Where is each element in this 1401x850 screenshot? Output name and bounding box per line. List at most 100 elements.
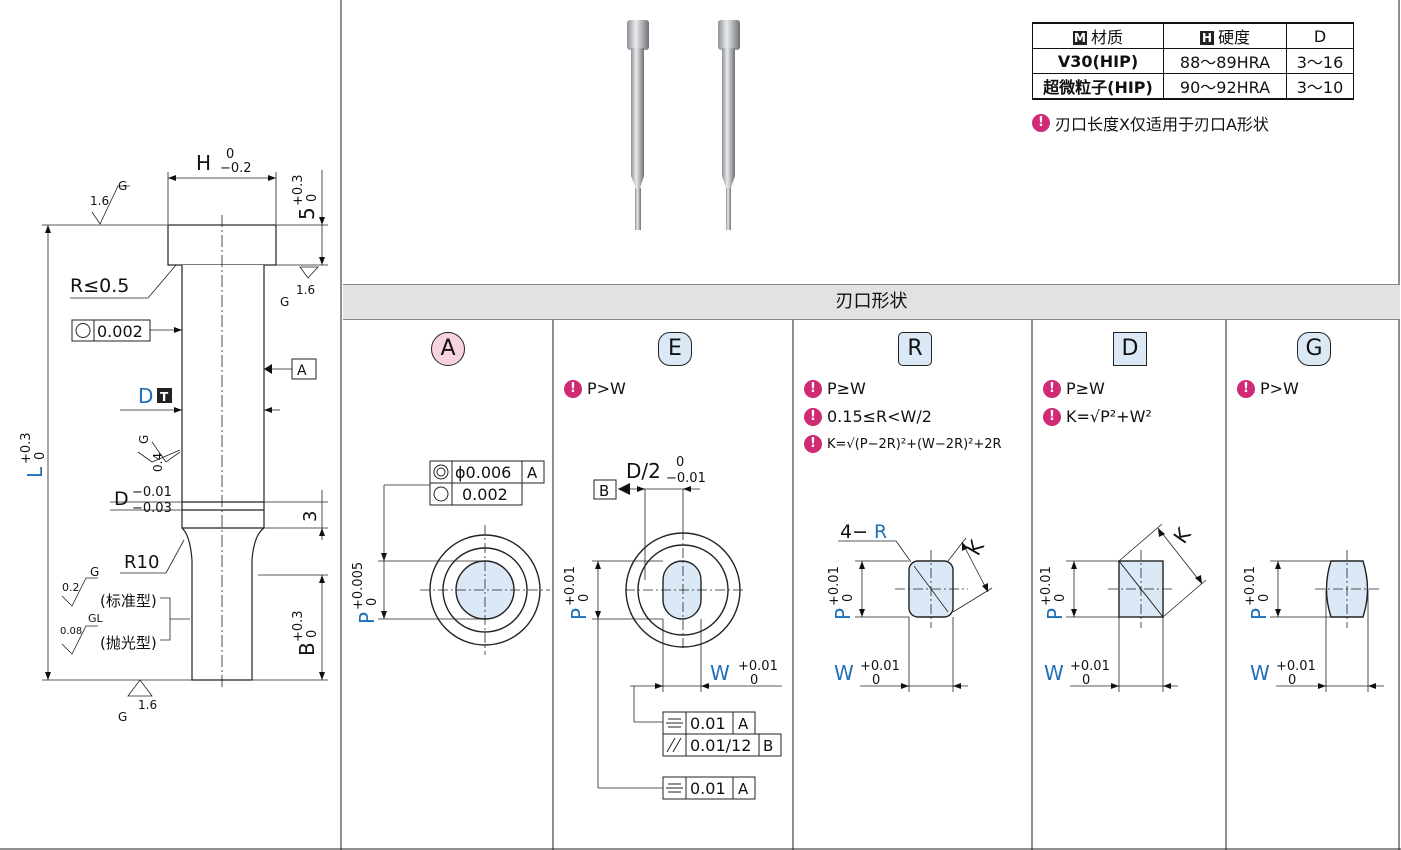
shape-d-view xyxy=(1066,523,1207,692)
e-sym1-datum: A xyxy=(738,715,749,733)
d-p-tol-lower: 0 xyxy=(1053,594,1068,602)
g-p-tol-lower: 0 xyxy=(1257,594,1272,602)
d-small-tol-upper: −0.01 xyxy=(132,485,172,500)
b-tol-lower: 0 xyxy=(305,630,320,638)
table-cell: 88～89HRA xyxy=(1163,48,1287,74)
e-p-tol-upper: +0.01 xyxy=(563,566,578,606)
e-parallelism-value: 0.01/12 xyxy=(690,736,751,755)
e-p-label: P xyxy=(567,608,591,620)
table-cell: V30(HIP) xyxy=(1032,48,1164,74)
warning-icon: ! xyxy=(804,435,822,453)
r-radius-label: R xyxy=(874,521,887,543)
five-dim-label: 5 xyxy=(295,207,319,220)
rough-std-value: 0.2 xyxy=(62,581,80,594)
section-title: 刃口形状 xyxy=(343,284,1400,320)
h-tol-lower: −0.2 xyxy=(220,161,252,176)
a-p-tol-lower: 0 xyxy=(365,598,380,606)
d-small-tol-lower: −0.03 xyxy=(132,501,172,516)
polished-type-label: (抛光型) xyxy=(100,634,157,652)
warning-icon: ! xyxy=(1032,114,1050,132)
rough-std-g: G xyxy=(90,565,99,579)
d-p-label: P xyxy=(1043,608,1067,620)
r-note: R≤0.5 xyxy=(70,275,129,297)
a-datum-ref: A xyxy=(527,464,538,482)
rough-pol-gl: GL xyxy=(88,612,104,625)
r-k-label: K xyxy=(962,535,990,559)
shape-e-badge: E xyxy=(658,332,692,366)
e-d2-tol-upper: 0 xyxy=(676,455,684,470)
d-w-tol-upper: +0.01 xyxy=(1070,659,1110,674)
rough-top-value: 1.6 xyxy=(90,194,109,208)
g-p-tol-upper: +0.01 xyxy=(1243,566,1258,606)
table-cell: 3～16 xyxy=(1286,48,1354,74)
e-datum-b: B xyxy=(599,482,609,500)
shape-e-view xyxy=(592,479,782,800)
shape-e-note: !P>W xyxy=(564,379,626,398)
shape-a-badge: A xyxy=(431,332,465,366)
standard-type-label: (标准型) xyxy=(100,592,157,610)
shape-g-note: !P>W xyxy=(1237,379,1299,398)
shape-d-badge: D xyxy=(1113,332,1147,366)
b-dim-label: B xyxy=(295,642,319,656)
warning-icon: ! xyxy=(804,379,822,398)
shape-r-badge: R xyxy=(898,332,932,366)
datum-a-label: A xyxy=(297,363,307,379)
r-p-tol-upper: +0.01 xyxy=(827,566,842,606)
a-p-label: P xyxy=(355,612,379,624)
warning-icon: ! xyxy=(1043,407,1061,426)
rough-tr-value: 1.6 xyxy=(296,283,315,297)
a-p-tol-upper: +0.005 xyxy=(351,562,366,610)
r-p-label: P xyxy=(831,608,855,620)
d-dim-label: D xyxy=(138,384,153,408)
punch-photo-1 xyxy=(627,20,649,230)
e-w-tol-upper: +0.01 xyxy=(738,659,778,674)
r-w-tol-lower: 0 xyxy=(872,673,880,688)
h-tol-upper: 0 xyxy=(226,147,234,162)
three-dim: 3 xyxy=(300,511,321,522)
a-circularity-value: 0.002 xyxy=(462,485,508,504)
rough-pol-value: 0.08 xyxy=(60,626,82,637)
shape-r-view xyxy=(838,537,993,692)
l-tol-lower: 0 xyxy=(33,452,48,460)
rough-mid-value: 0.4 xyxy=(151,453,165,472)
e-w-tol-lower: 0 xyxy=(750,673,758,688)
e-sym2-datum: A xyxy=(738,780,749,798)
t-badge: T xyxy=(160,390,169,404)
e-symmetry-value-1: 0.01 xyxy=(690,714,726,733)
d-w-label: W xyxy=(1044,661,1064,685)
shape-r-note-3: !K=√(P−2R)²+(W−2R)²+2R xyxy=(804,435,1002,453)
d-k-label: K xyxy=(1168,523,1196,548)
e-p-tol-lower: 0 xyxy=(577,594,592,602)
rough-mid-g: G xyxy=(137,435,151,444)
g-p-label: P xyxy=(1247,608,1271,620)
warning-icon: ! xyxy=(1237,379,1255,398)
header-d: D xyxy=(1286,22,1354,49)
h-dim-label: H xyxy=(196,151,211,175)
table-cell: 超微粒子(HIP) xyxy=(1032,73,1164,100)
table-note: !刃口长度X仅适用于刃口A形状 xyxy=(1032,111,1269,135)
r10-label: R10 xyxy=(124,552,159,573)
table-cell: 3～10 xyxy=(1286,73,1354,100)
g-w-tol-upper: +0.01 xyxy=(1276,659,1316,674)
e-w-label: W xyxy=(710,661,730,685)
d-w-tol-lower: 0 xyxy=(1082,673,1090,688)
r-w-tol-upper: +0.01 xyxy=(860,659,900,674)
r-w-label: W xyxy=(834,661,854,685)
rough-bot-g: G xyxy=(118,710,127,724)
d-small-label: D xyxy=(114,488,129,510)
b-tol-upper: +0.3 xyxy=(291,610,306,642)
warning-icon: ! xyxy=(1043,379,1061,398)
e-d2-tol-lower: −0.01 xyxy=(666,471,706,486)
shape-r-note-1: !P≥W xyxy=(804,379,866,398)
e-d2-label: D/2 xyxy=(626,459,661,483)
d-p-tol-upper: +0.01 xyxy=(1039,566,1054,606)
e-par-datum: B xyxy=(763,737,773,755)
e-symmetry-value-2: 0.01 xyxy=(690,779,726,798)
shape-d-note-2: !K=√P²+W² xyxy=(1043,407,1152,426)
five-tol-lower: 0 xyxy=(305,194,320,202)
five-tol-upper: +0.3 xyxy=(291,174,306,206)
